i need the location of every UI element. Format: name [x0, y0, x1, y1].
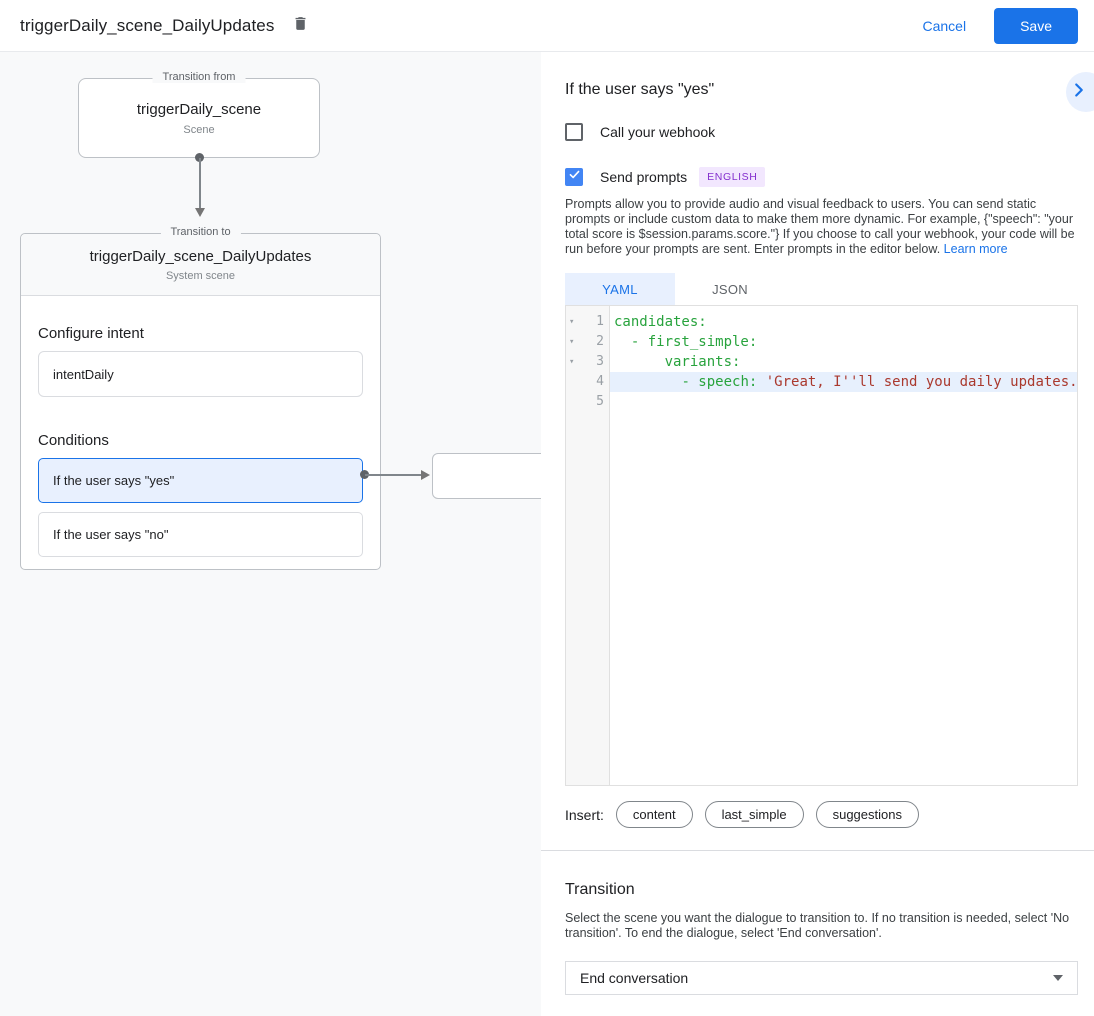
prompts-description: Prompts allow you to provide audio and v…: [565, 197, 1078, 257]
delete-button[interactable]: [292, 14, 309, 38]
connector-dot-vertical: [195, 153, 204, 162]
prompt-code-editor[interactable]: ▾1 ▾2 ▾3 4 5 candidates: - first_simple:…: [565, 306, 1078, 786]
webhook-label: Call your webhook: [600, 124, 716, 140]
code-line-2: - first_simple:: [610, 332, 1077, 352]
configure-intent-label: Configure intent: [38, 325, 144, 342]
code-key: - first_simple:: [630, 334, 758, 350]
condition-item-no[interactable]: If the user says "no": [38, 512, 363, 557]
code-indent: [614, 354, 665, 370]
condition-item-yes[interactable]: If the user says "yes": [38, 458, 363, 503]
to-node-title: triggerDaily_scene_DailyUpdates: [89, 248, 312, 265]
language-badge: ENGLISH: [699, 167, 766, 187]
transition-description: Select the scene you want the dialogue t…: [565, 911, 1070, 940]
connector-dot-horizontal: [360, 470, 369, 479]
condition-detail-panel: If the user says "yes" Call your webhook…: [541, 52, 1094, 1016]
code-indent: [614, 334, 631, 350]
check-icon: [568, 168, 581, 186]
from-node-legend: Transition from: [152, 71, 246, 83]
transition-section-title: Transition: [565, 881, 635, 898]
gutter-line-3: ▾3: [566, 352, 609, 372]
transition-select[interactable]: End conversation: [565, 961, 1078, 995]
conditions-label: Conditions: [38, 432, 109, 449]
line-number: 2: [596, 334, 604, 349]
gutter-line-5: 5: [566, 392, 609, 412]
code-line-1: candidates:: [610, 312, 1077, 332]
dropdown-caret-icon: [1053, 975, 1063, 981]
code-string: 'Great, I''ll send you daily updates.': [765, 374, 1077, 390]
panel-title: If the user says "yes": [565, 81, 715, 98]
editor-code-area[interactable]: candidates: - first_simple: variants: - …: [610, 306, 1077, 785]
code-key: candidates:: [614, 314, 707, 330]
scene-node-from[interactable]: Transition from triggerDaily_scene Scene: [78, 71, 320, 158]
line-number: 4: [596, 374, 604, 389]
fold-icon[interactable]: ▾: [569, 357, 575, 367]
to-node-header: triggerDaily_scene_DailyUpdates System s…: [21, 234, 380, 296]
code-key: variants:: [664, 354, 741, 370]
collapse-panel-button[interactable]: [1066, 72, 1094, 112]
top-bar: triggerDaily_scene_DailyUpdates Cancel S…: [0, 0, 1094, 52]
fold-icon[interactable]: ▾: [569, 317, 575, 327]
code-indent: [614, 374, 681, 390]
webhook-row: Call your webhook: [565, 123, 1078, 141]
chevron-right-icon: [1068, 79, 1094, 106]
section-divider: [541, 850, 1094, 851]
tab-json[interactable]: JSON: [712, 281, 748, 297]
insert-chip-last-simple[interactable]: last_simple: [704, 801, 804, 828]
transition-select-value: End conversation: [580, 970, 689, 986]
topbar-actions: Cancel Save: [922, 7, 1078, 44]
code-line-4-active: - speech: 'Great, I''ll send you daily u…: [610, 372, 1077, 392]
trash-icon: [292, 14, 309, 38]
from-node-subtitle: Scene: [183, 123, 215, 136]
line-number: 1: [596, 314, 604, 329]
editor-tabs: YAML JSON: [565, 273, 1078, 306]
webhook-checkbox[interactable]: [565, 123, 583, 141]
gutter-line-2: ▾2: [566, 332, 609, 352]
insert-row: Insert: content last_simple suggestions: [565, 801, 1078, 828]
arrowhead-down-icon: [195, 208, 205, 217]
tab-yaml[interactable]: YAML: [565, 273, 675, 305]
line-number: 3: [596, 354, 604, 369]
flow-canvas: Transition from triggerDaily_scene Scene…: [0, 52, 541, 1016]
page-title: triggerDaily_scene_DailyUpdates: [20, 15, 275, 35]
from-node-title: triggerDaily_scene: [136, 100, 262, 118]
fold-icon[interactable]: ▾: [569, 337, 575, 347]
scene-node-to[interactable]: Transition to triggerDaily_scene_DailyUp…: [20, 226, 381, 570]
prompts-description-text: Prompts allow you to provide audio and v…: [565, 197, 1075, 256]
send-prompts-row: Send prompts ENGLISH: [565, 167, 1078, 187]
insert-chip-content[interactable]: content: [615, 801, 693, 828]
code-key: - speech:: [681, 374, 766, 390]
insert-label: Insert:: [565, 806, 604, 823]
gutter-line-4: 4: [566, 372, 609, 392]
send-prompts-label: Send prompts: [600, 169, 688, 185]
learn-more-link[interactable]: Learn more: [943, 242, 1008, 256]
to-node-body: Configure intent intentDaily Conditions …: [21, 325, 380, 557]
code-line-5: [610, 392, 1077, 412]
to-node-legend: Transition to: [160, 226, 241, 238]
gutter-line-1: ▾1: [566, 312, 609, 332]
insert-chip-suggestions[interactable]: suggestions: [815, 801, 919, 828]
transition-target-node[interactable]: [432, 453, 541, 499]
connector-line-vertical: [199, 158, 201, 209]
save-button[interactable]: Save: [994, 7, 1078, 44]
editor-gutter: ▾1 ▾2 ▾3 4 5: [566, 306, 610, 785]
send-prompts-checkbox[interactable]: [565, 168, 583, 186]
cancel-button[interactable]: Cancel: [922, 17, 967, 34]
code-line-3: variants:: [610, 352, 1077, 372]
arrowhead-right-icon: [421, 470, 430, 480]
to-node-subtitle: System scene: [165, 270, 236, 282]
connector-line-horizontal: [365, 474, 421, 476]
intent-item[interactable]: intentDaily: [38, 351, 363, 397]
line-number: 5: [596, 394, 604, 409]
